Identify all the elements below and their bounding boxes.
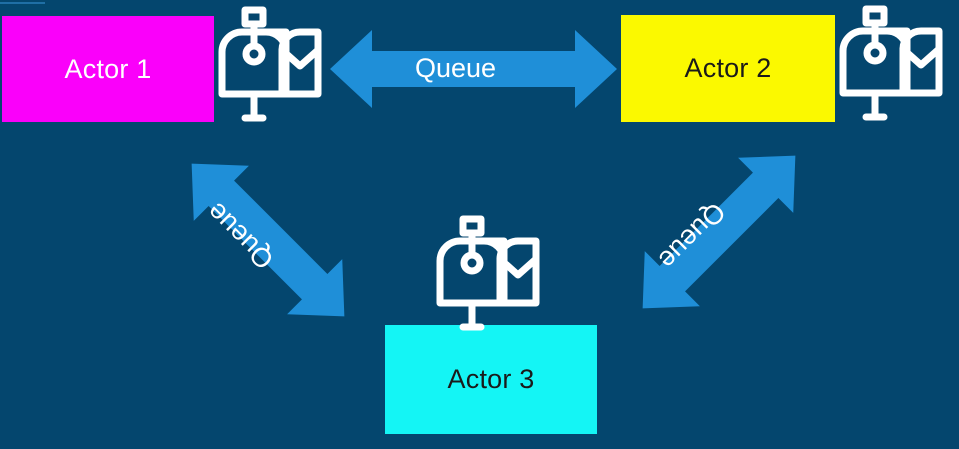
actor-node-actor3[interactable]: Actor 3 <box>385 325 597 434</box>
mailbox-icon <box>839 5 943 121</box>
connector-queue-actor1-actor3 <box>191 163 345 317</box>
mailbox-icon <box>436 215 540 331</box>
connector-queue-actor3-actor2 <box>642 155 796 309</box>
actor-label-actor2: Actor 2 <box>684 53 772 83</box>
actor-node-actor2[interactable]: Actor 2 <box>621 15 835 122</box>
actor-label-actor3: Actor 3 <box>447 364 535 394</box>
top-accent-line <box>0 2 45 4</box>
mailbox-icon <box>218 6 322 122</box>
actor-label-actor1: Actor 1 <box>64 53 152 84</box>
actor-node-actor1[interactable]: Actor 1 <box>2 16 214 122</box>
connector-queue-actor1-actor2 <box>330 30 617 108</box>
